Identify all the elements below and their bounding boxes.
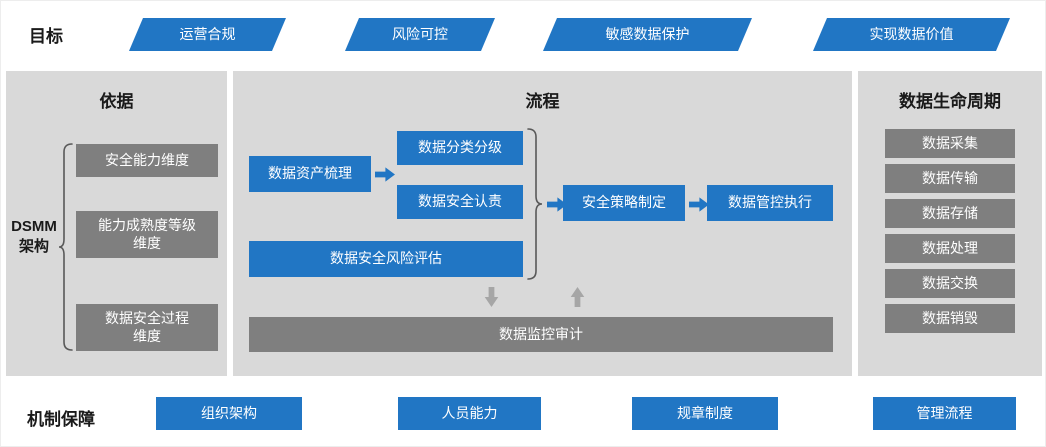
arrow-right-icon xyxy=(689,197,709,212)
goal-item: 敏感数据保护 xyxy=(543,18,752,51)
process-brace-icon xyxy=(527,128,543,280)
process-panel: 流程 数据资产梳理 数据分类分级 数据安全认责 数据安全风险评估 安全策略制定 … xyxy=(233,71,852,376)
process-classify-box: 数据分类分级 xyxy=(397,131,523,165)
lifecycle-item: 数据销毁 xyxy=(885,304,1015,333)
lifecycle-item: 数据存储 xyxy=(885,199,1015,228)
process-risk-box: 数据安全风险评估 xyxy=(249,241,523,277)
basis-title: 依据 xyxy=(99,92,134,111)
mechanism-item: 人员能力 xyxy=(398,397,541,430)
basis-item: 安全能力维度 xyxy=(76,144,218,177)
mechanism-item: 组织架构 xyxy=(156,397,302,430)
mechanism-item: 管理流程 xyxy=(873,397,1016,430)
basis-item: 数据安全过程 维度 xyxy=(76,304,218,351)
lifecycle-item: 数据传输 xyxy=(885,164,1015,193)
goals-label: 目标 xyxy=(29,27,63,46)
lifecycle-item: 数据采集 xyxy=(885,129,1015,158)
process-responsibility-box: 数据安全认责 xyxy=(397,185,523,219)
arrow-down-icon xyxy=(484,287,499,307)
arrow-right-icon xyxy=(375,167,395,182)
process-strategy-box: 安全策略制定 xyxy=(563,185,685,221)
basis-panel: 依据 DSMM 架构 安全能力维度 能力成熟度等级 维度 数据安全过程 维度 xyxy=(6,71,227,376)
lifecycle-item: 数据处理 xyxy=(885,234,1015,263)
goal-item: 风险可控 xyxy=(345,18,495,51)
mechanism-label: 机制保障 xyxy=(27,410,95,429)
lifecycle-panel: 数据生命周期 数据采集 数据传输 数据存储 数据处理 数据交换 数据销毁 xyxy=(858,71,1042,376)
lifecycle-title: 数据生命周期 xyxy=(899,92,1001,111)
mechanism-item: 规章制度 xyxy=(632,397,778,430)
process-control-box: 数据管控执行 xyxy=(707,185,833,221)
dsmm-side-label: DSMM 架构 xyxy=(11,218,57,256)
goal-item: 运营合规 xyxy=(129,18,286,51)
arrow-up-icon xyxy=(570,287,585,307)
process-title: 流程 xyxy=(525,92,560,111)
lifecycle-item: 数据交换 xyxy=(885,269,1015,298)
goal-item: 实现数据价值 xyxy=(813,18,1010,51)
basis-item: 能力成熟度等级 维度 xyxy=(76,211,218,258)
process-monitor-bar: 数据监控审计 xyxy=(249,317,833,352)
dsmm-brace-icon xyxy=(58,143,73,351)
process-asset-box: 数据资产梳理 xyxy=(249,156,371,192)
